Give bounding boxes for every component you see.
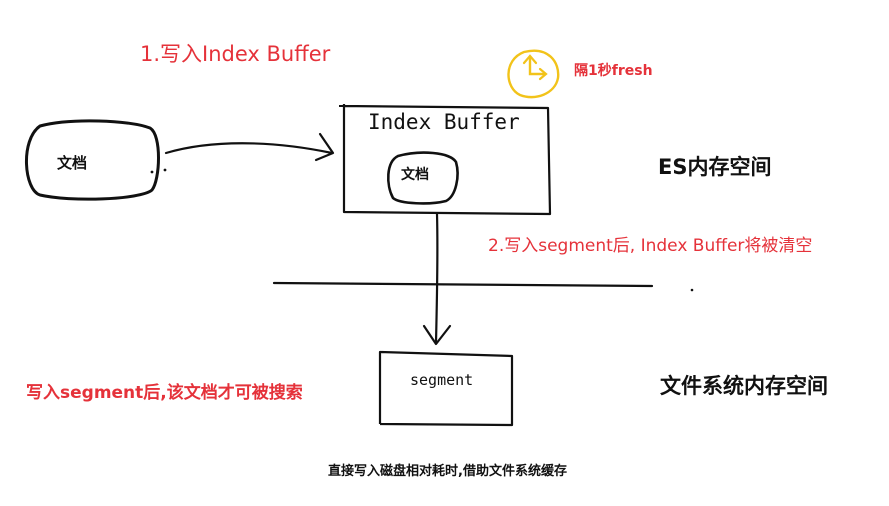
stray-dot [150, 170, 154, 174]
arrow-to-segment [434, 212, 439, 344]
es-memory-label: ES内存空间 [658, 155, 772, 179]
arrow-head-down [422, 324, 452, 346]
arrow-to-index-buffer [164, 142, 334, 155]
segment-box [378, 350, 514, 427]
document-shape-inner [387, 151, 459, 205]
document-label-inner: 文档 [401, 167, 429, 183]
searchable-note-label: 写入segment后,该文档才可被搜索 [26, 383, 303, 403]
index-buffer-box [342, 104, 552, 216]
stray-dot [163, 168, 167, 172]
footer-note: 直接写入磁盘相对耗时,借助文件系统缓存 [328, 464, 567, 479]
index-buffer-title: Index Buffer [368, 110, 520, 134]
document-label-left: 文档 [57, 154, 88, 172]
arrow-head-right [314, 132, 335, 162]
memory-divider-line [272, 281, 654, 288]
clock-icon [507, 49, 560, 99]
stray-dot [690, 288, 694, 292]
step1-label: 1.写入Index Buffer [140, 42, 331, 66]
filesystem-memory-label: 文件系统内存空间 [660, 374, 828, 398]
document-shape-left [25, 119, 160, 201]
refresh-interval-label: 隔1秒fresh [574, 63, 653, 79]
step2-label: 2.写入segment后, Index Buffer将被清空 [488, 236, 813, 256]
segment-label: segment [410, 371, 474, 389]
